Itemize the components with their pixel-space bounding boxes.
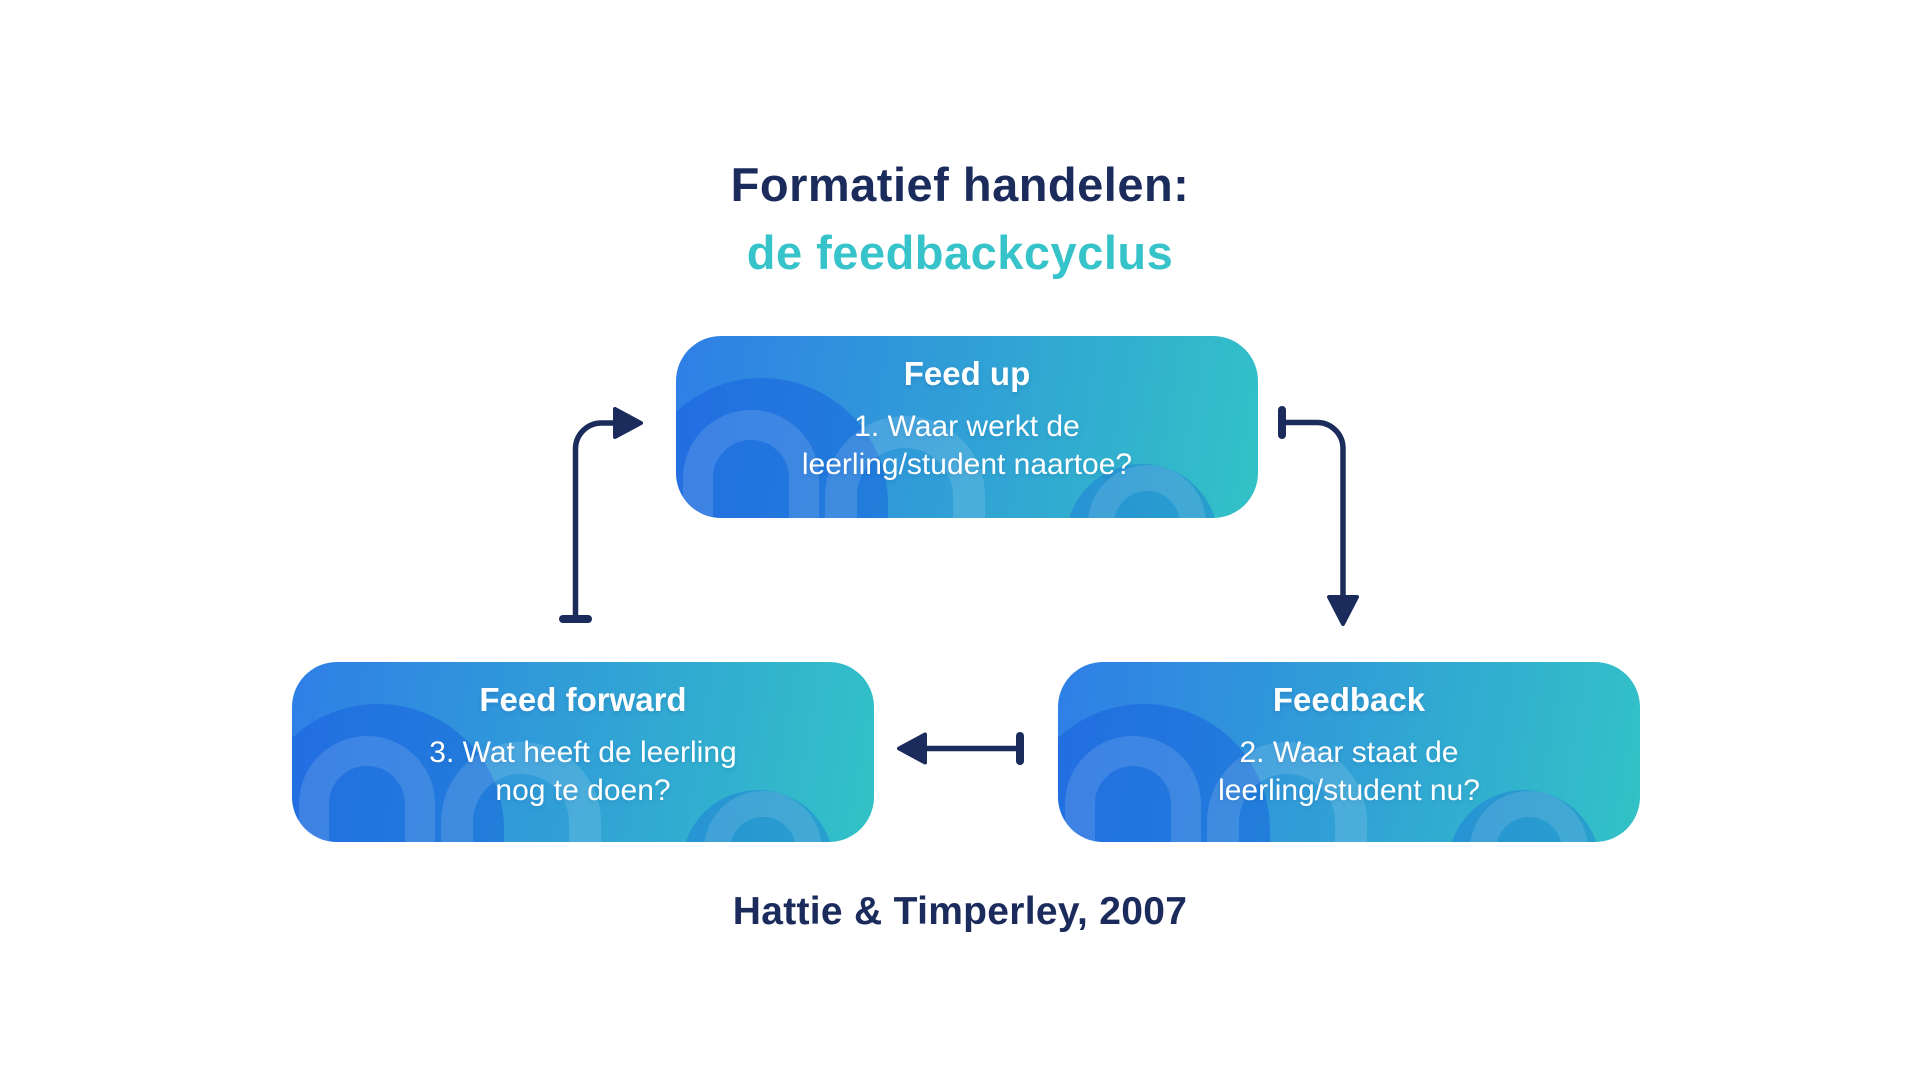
box-body-line-2: nog te doen? bbox=[495, 774, 671, 807]
box-body: 3. Wat heeft de leerling nog te doen? bbox=[292, 734, 874, 810]
page-title: Formatief handelen: de feedbackcyclus bbox=[0, 160, 1920, 278]
box-body: 2. Waar staat de leerling/student nu? bbox=[1058, 734, 1640, 810]
arrow-feedup-to-feedback-icon bbox=[1278, 406, 1359, 626]
box-feed-up-content: Feed up 1. Waar werkt de leerling/student… bbox=[676, 352, 1258, 484]
box-feed-forward: Feed forward 3. Wat heeft de leerling nog… bbox=[292, 662, 874, 842]
title-line-2: de feedbackcyclus bbox=[746, 226, 1174, 279]
arrow-feedforward-to-feedup-icon bbox=[559, 407, 643, 623]
box-body-line-1: 2. Waar staat de bbox=[1239, 736, 1459, 769]
box-body-line-1: 1. Waar werkt de bbox=[854, 410, 1080, 443]
box-feed-up: Feed up 1. Waar werkt de leerling/student… bbox=[676, 336, 1258, 518]
attribution-text: Hattie & Timperley, 2007 bbox=[732, 890, 1188, 933]
title-line-1: Formatief handelen: bbox=[730, 158, 1190, 211]
box-heading: Feed forward bbox=[479, 681, 687, 718]
box-body-line-2: leerling/student nu? bbox=[1218, 774, 1480, 807]
box-body-line-2: leerling/student naartoe? bbox=[801, 448, 1133, 481]
box-feed-forward-content: Feed forward 3. Wat heeft de leerling nog… bbox=[292, 678, 874, 810]
arrow-feedback-to-feedforward-icon bbox=[897, 732, 1024, 765]
box-heading: Feedback bbox=[1272, 681, 1426, 718]
box-feedback-content: Feedback 2. Waar staat de leerling/studen… bbox=[1058, 678, 1640, 810]
box-body-line-1: 3. Wat heeft de leerling bbox=[429, 736, 737, 769]
box-body: 1. Waar werkt de leerling/student naartoe… bbox=[676, 408, 1258, 484]
box-heading: Feed up bbox=[903, 355, 1031, 392]
box-feedback: Feedback 2. Waar staat de leerling/studen… bbox=[1058, 662, 1640, 842]
